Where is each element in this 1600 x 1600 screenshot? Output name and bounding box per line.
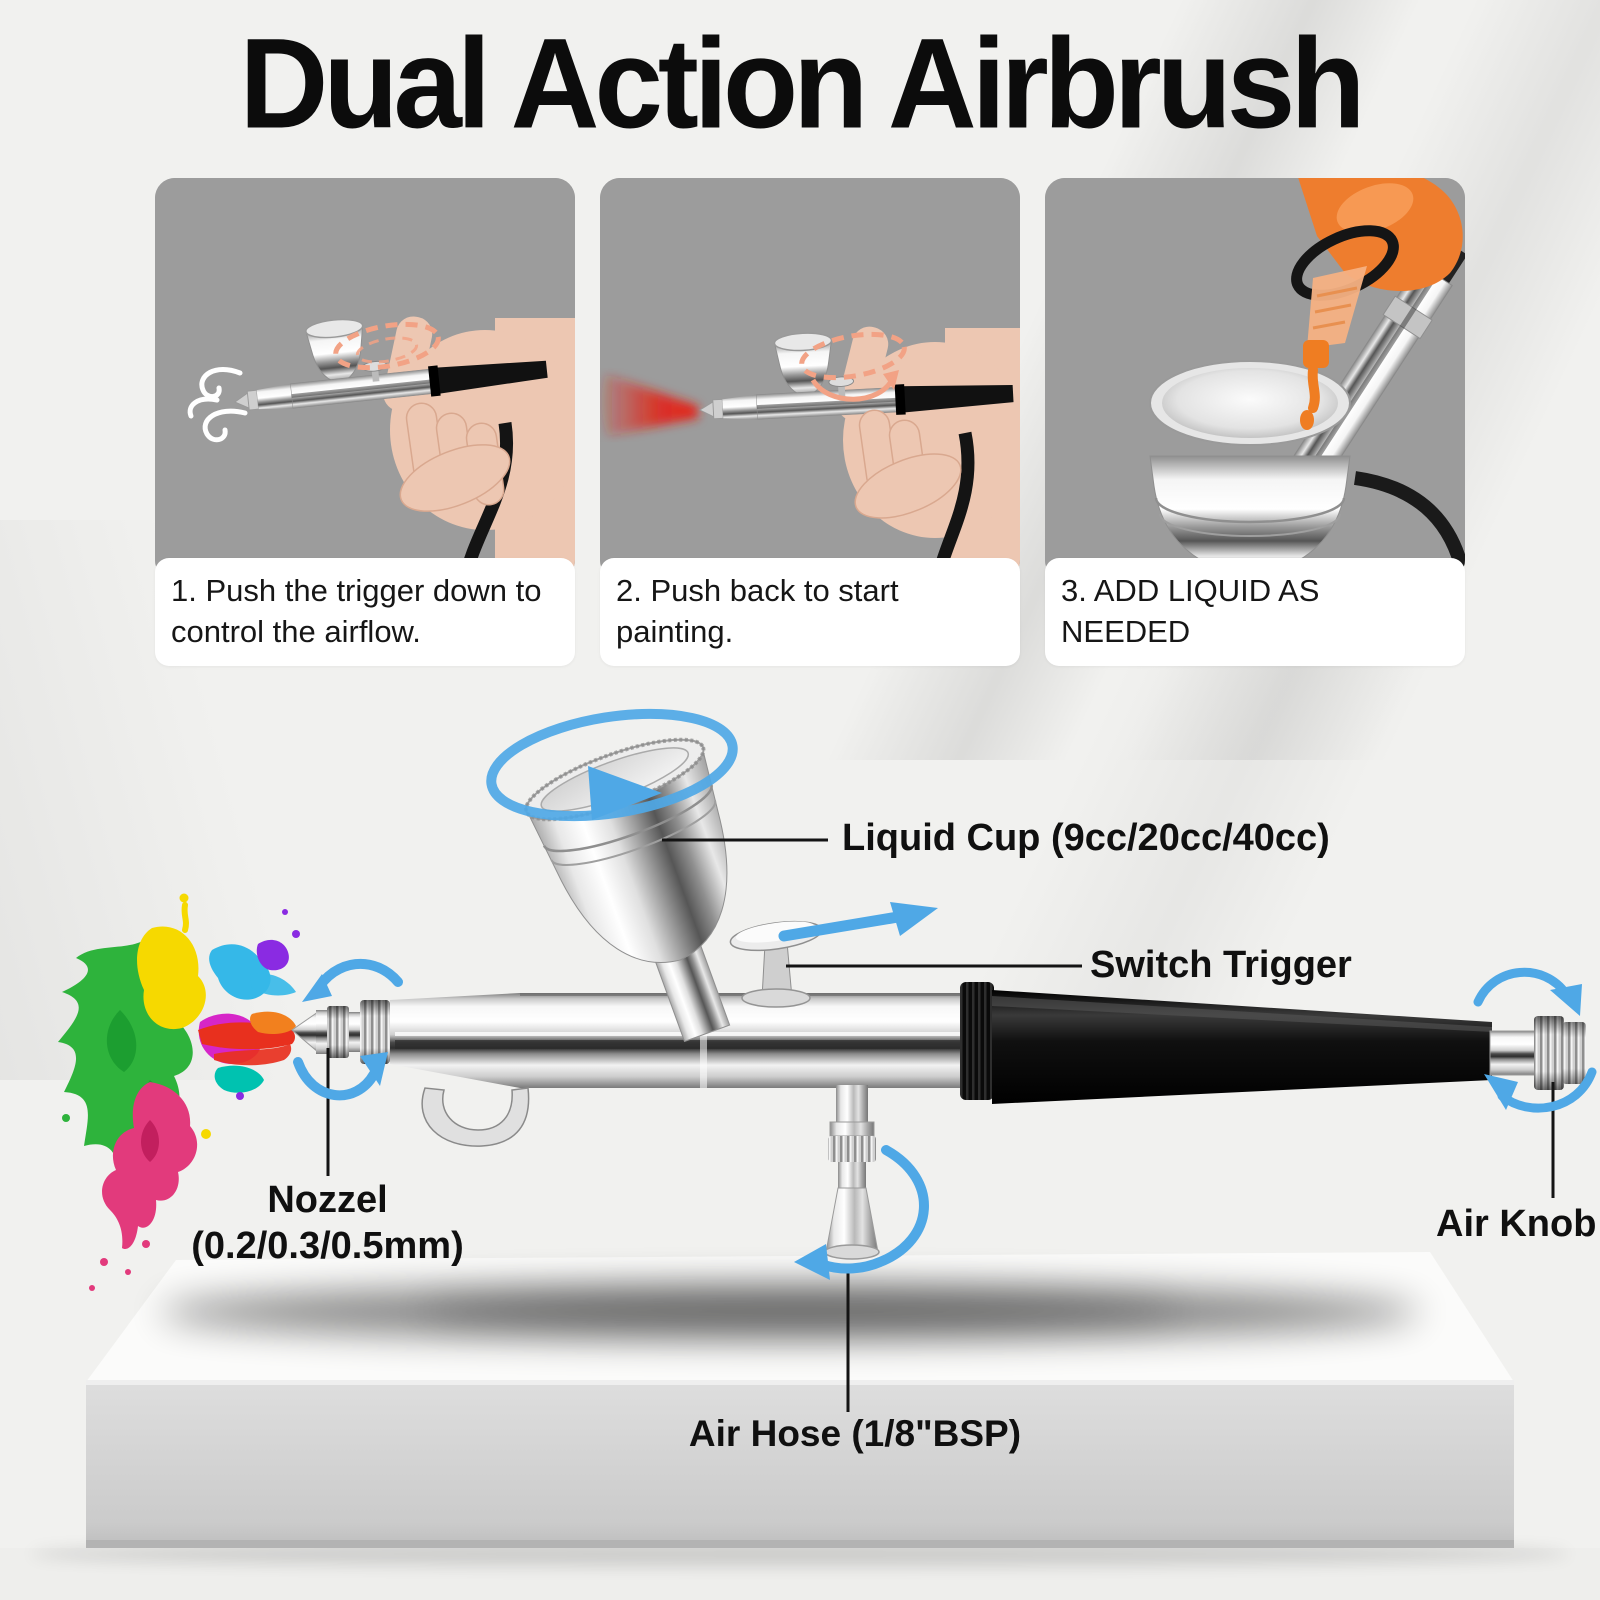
paint-drip [1307, 365, 1320, 413]
switch-trigger-graphic [729, 920, 823, 1008]
hand-fingers [399, 402, 511, 512]
rotation-arrow-nozzle-bottom [293, 1057, 379, 1101]
panel-step-3: 3. ADD LIQUID AS NEEDED [1045, 178, 1465, 667]
step1-caption: 1. Push the trigger down to control the … [155, 558, 575, 667]
step3-photo-illustration [1045, 178, 1465, 580]
rotation-arrow-knob-top [1473, 967, 1571, 1007]
rotation-arrow-nozzle-top [311, 958, 403, 997]
rotation-arrow-cup-head [588, 766, 662, 820]
step3-caption: 3. ADD LIQUID AS NEEDED [1045, 558, 1465, 667]
rotation-arrows [293, 708, 1597, 1280]
rotation-arrow-valve [819, 1145, 929, 1274]
handle-graphic [960, 982, 1492, 1104]
rotation-arrow-knob-bottom [1497, 1067, 1597, 1113]
trigger-highlight-ellipse [799, 331, 907, 402]
finger-hook [421, 1087, 530, 1147]
label-nozzle-sizes: (0.2/0.3/0.5mm) [191, 1224, 464, 1267]
rotation-arrow-cup-ring [486, 708, 738, 822]
air-valve-graphic [824, 1085, 880, 1260]
step2-photo-illustration [600, 178, 1020, 580]
trigger-highlight-ellipse [333, 321, 441, 371]
page-title: Dual Action Airbrush [239, 13, 1366, 156]
air-hose-mini [1353, 471, 1465, 575]
panel-step-2: 2. Push back to start painting. [600, 178, 1020, 667]
label-switch-trigger: Switch Trigger [1090, 944, 1352, 986]
air-knob-graphic [1489, 1016, 1586, 1090]
instruction-panels: 1. Push the trigger down to control the … [155, 178, 1465, 667]
step2-photo [600, 178, 1020, 580]
open-cup [1149, 360, 1351, 580]
paint-splash [58, 893, 300, 1291]
label-liquid-cup: Liquid Cup (9cc/20cc/40cc) [842, 817, 1330, 859]
label-air-hose: Air Hose (1/8"BSP) [688, 1413, 1022, 1454]
label-air-knob: Air Knob [1436, 1203, 1597, 1245]
step2-caption: 2. Push back to start painting. [600, 558, 1020, 667]
step3-photo [1045, 178, 1465, 580]
panel-step-1: 1. Push the trigger down to control the … [155, 178, 575, 667]
hand-fingers [854, 409, 962, 519]
pedestal-front-face [86, 1380, 1514, 1548]
label-nozzle-name: Nozzel [267, 1179, 388, 1221]
step1-photo [155, 178, 575, 580]
pedestal [0, 1252, 1600, 1600]
leader-lines [326, 838, 1555, 1412]
red-spray [601, 374, 698, 436]
label-nozzle: Nozzel (0.2/0.3/0.5mm) [150, 1178, 505, 1269]
air-swirl-icon [187, 367, 248, 443]
trigger-direction-arrow [778, 911, 904, 942]
step1-photo-illustration [155, 178, 575, 580]
paint-bottle [1291, 178, 1463, 430]
